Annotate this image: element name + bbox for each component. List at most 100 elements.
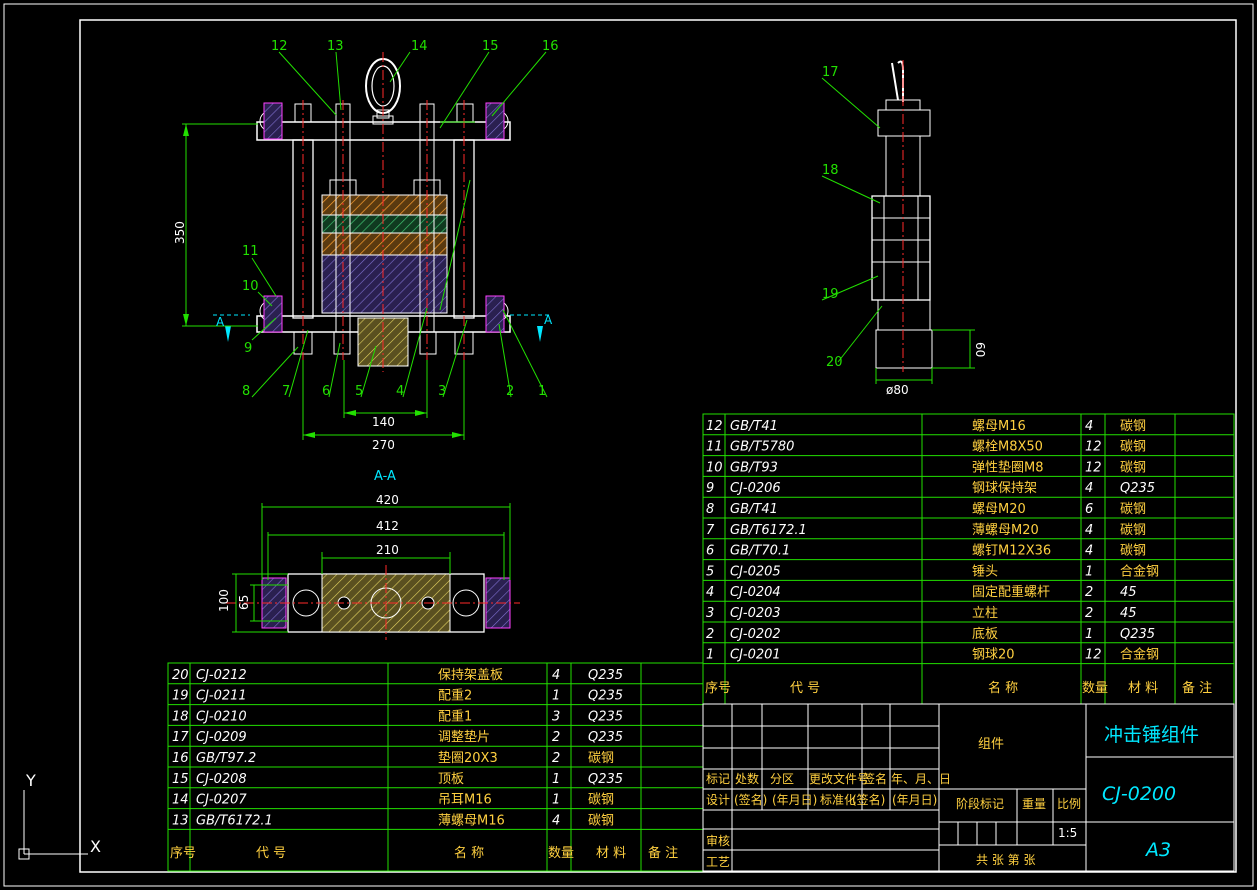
dim-80: ø80 bbox=[886, 383, 909, 397]
balloon-4: 4 bbox=[396, 384, 404, 399]
bom-right-no-8: 8 bbox=[706, 502, 714, 517]
tb-sheji: 设计 bbox=[706, 793, 730, 807]
tb-date: 年、月、日 bbox=[891, 772, 951, 786]
bom-left-name-17: 调整垫片 bbox=[438, 729, 490, 745]
dim-270: 270 bbox=[372, 438, 395, 452]
tb-paper: A3 bbox=[1144, 839, 1171, 861]
bom-right-name-2: 底板 bbox=[972, 626, 998, 642]
bom-right-qty-9: 4 bbox=[1085, 481, 1093, 496]
bom-right-name-6: 螺钉M12X36 bbox=[972, 544, 1051, 559]
bom-right-code-2: CJ-0202 bbox=[730, 627, 781, 642]
bom-left-name-20: 保持架盖板 bbox=[438, 668, 503, 683]
bom-left-name-14: 吊耳M16 bbox=[438, 793, 492, 808]
bom-left-mat-16: 碳钢 bbox=[588, 751, 614, 766]
bom-right-no-10: 10 bbox=[706, 460, 723, 475]
dim-350: 350 bbox=[173, 221, 187, 244]
balloon-7: 7 bbox=[282, 384, 290, 399]
bom-right-no-1: 1 bbox=[706, 648, 714, 663]
bom-right-no-7: 7 bbox=[706, 523, 715, 538]
bom-left-no-18: 18 bbox=[172, 709, 189, 724]
tb-bili: 比例 bbox=[1057, 797, 1081, 811]
bom-left-qty-17: 2 bbox=[552, 730, 560, 745]
balloon-6: 6 bbox=[322, 384, 330, 399]
tb-date1: (年月日) bbox=[772, 793, 817, 807]
dim-100: 100 bbox=[217, 589, 231, 612]
bom-right-name-8: 螺母M20 bbox=[972, 502, 1026, 517]
bom-left-name-13: 薄螺母M16 bbox=[438, 813, 505, 828]
tb-scale: 1:5 bbox=[1058, 826, 1077, 840]
dim-60: 60 bbox=[973, 342, 987, 357]
bom-right-qty-1: 12 bbox=[1085, 648, 1102, 663]
bom-right-no-12: 12 bbox=[706, 419, 723, 434]
tb-jieduan: 阶段标记 bbox=[956, 796, 1004, 811]
balloon-12: 12 bbox=[271, 39, 288, 54]
bom-left-no-14: 14 bbox=[172, 793, 189, 808]
bom-right-qty-12: 4 bbox=[1085, 419, 1093, 434]
bom-right-mat-11: 碳钢 bbox=[1120, 440, 1146, 455]
bom-right-name-11: 螺栓M8X50 bbox=[972, 440, 1043, 455]
bom-left-mat-17: Q235 bbox=[588, 730, 623, 745]
bom-right-code-3: CJ-0203 bbox=[730, 606, 781, 621]
bom-left-code-17: CJ-0209 bbox=[196, 730, 247, 745]
bom-left-mat-14: 碳钢 bbox=[588, 793, 614, 808]
title-block: 组件 冲击锤组件 CJ-0200 A3 标记 处数 分区 更改文件号 签名 年、… bbox=[706, 724, 1199, 869]
bom-left-qty-20: 4 bbox=[552, 668, 560, 683]
bom-left-qty-13: 4 bbox=[552, 813, 560, 828]
tb-chushu: 处数 bbox=[735, 771, 759, 786]
bom-right-header: 序号 代 号 名 称 数量 材 料 备 注 bbox=[705, 680, 1212, 696]
bom-right-mat-7: 碳钢 bbox=[1120, 523, 1146, 538]
dim-65: 65 bbox=[237, 595, 251, 610]
tb-gongyi: 工艺 bbox=[706, 855, 730, 869]
balloon-18: 18 bbox=[822, 163, 839, 178]
tb-shenhe: 审核 bbox=[706, 833, 730, 848]
bom-left-code-14: CJ-0207 bbox=[196, 793, 247, 808]
bom-left-mat-19: Q235 bbox=[588, 689, 623, 704]
bom-left-mat-18: Q235 bbox=[588, 709, 623, 724]
bom-right-mat-8: 碳钢 bbox=[1120, 502, 1146, 517]
bom-left-no-17: 17 bbox=[172, 730, 189, 745]
bom-right-mat-4: 45 bbox=[1120, 585, 1137, 600]
section-title: A-A bbox=[374, 469, 396, 484]
bom-left-name-15: 顶板 bbox=[438, 772, 464, 787]
section-arrow-right: A bbox=[544, 313, 553, 327]
bom-right-code-9: CJ-0206 bbox=[730, 481, 781, 496]
bom-right-name-1: 钢球20 bbox=[972, 648, 1015, 663]
bom-right-code-4: CJ-0204 bbox=[730, 585, 781, 600]
bom-right-h-remark: 备 注 bbox=[1182, 680, 1212, 696]
tb-fenqu: 分区 bbox=[770, 772, 794, 786]
bom-right-no-6: 6 bbox=[706, 544, 714, 559]
bom-left-no-20: 20 bbox=[172, 668, 189, 683]
bom-right-code-6: GB/T70.1 bbox=[730, 544, 790, 559]
bom-left-h-qty: 数量 bbox=[548, 846, 574, 861]
bom-left-code-15: CJ-0208 bbox=[196, 772, 247, 787]
bom-left-code-16: GB/T97.2 bbox=[196, 751, 256, 766]
bom-right-no-4: 4 bbox=[706, 585, 714, 600]
bom-right-mat-6: 碳钢 bbox=[1120, 544, 1146, 559]
ucs-x-label: X bbox=[90, 837, 101, 856]
bom-right-qty-3: 2 bbox=[1085, 606, 1093, 621]
tb-wenjian: 更改文件号 bbox=[809, 771, 869, 786]
bom-left-mat-20: Q235 bbox=[588, 668, 623, 683]
bom-right-name-7: 薄螺母M20 bbox=[972, 523, 1039, 538]
bom-right-name-9: 钢球保持架 bbox=[972, 481, 1037, 496]
bom-left-name-19: 配重2 bbox=[438, 688, 472, 704]
bom-right-qty-10: 12 bbox=[1085, 460, 1102, 475]
bom-right-h-mat: 材 料 bbox=[1128, 681, 1158, 696]
bom-left-code-18: CJ-0210 bbox=[196, 709, 247, 724]
section-labels: A-A A A Y X bbox=[25, 313, 553, 856]
drawing-frame bbox=[79, 19, 1237, 873]
bom-right-mat-5: 合金钢 bbox=[1120, 563, 1159, 579]
side-view bbox=[821, 60, 975, 384]
bom-right-code-8: GB/T41 bbox=[730, 502, 778, 517]
dim-140: 140 bbox=[372, 415, 395, 429]
bom-right-code-7: GB/T6172.1 bbox=[730, 523, 807, 538]
tb-sheets: 共 张 第 张 bbox=[976, 853, 1035, 867]
balloon-8: 8 bbox=[242, 384, 250, 399]
bom-right-no-11: 11 bbox=[706, 440, 723, 455]
bom-right-code-5: CJ-0205 bbox=[730, 564, 781, 579]
bom-right-name-4: 固定配重螺杆 bbox=[972, 584, 1050, 600]
bom-left-code-13: GB/T6172.1 bbox=[196, 813, 273, 828]
bom-left-mat-13: 碳钢 bbox=[588, 813, 614, 828]
bom-right-no-9: 9 bbox=[706, 481, 714, 496]
